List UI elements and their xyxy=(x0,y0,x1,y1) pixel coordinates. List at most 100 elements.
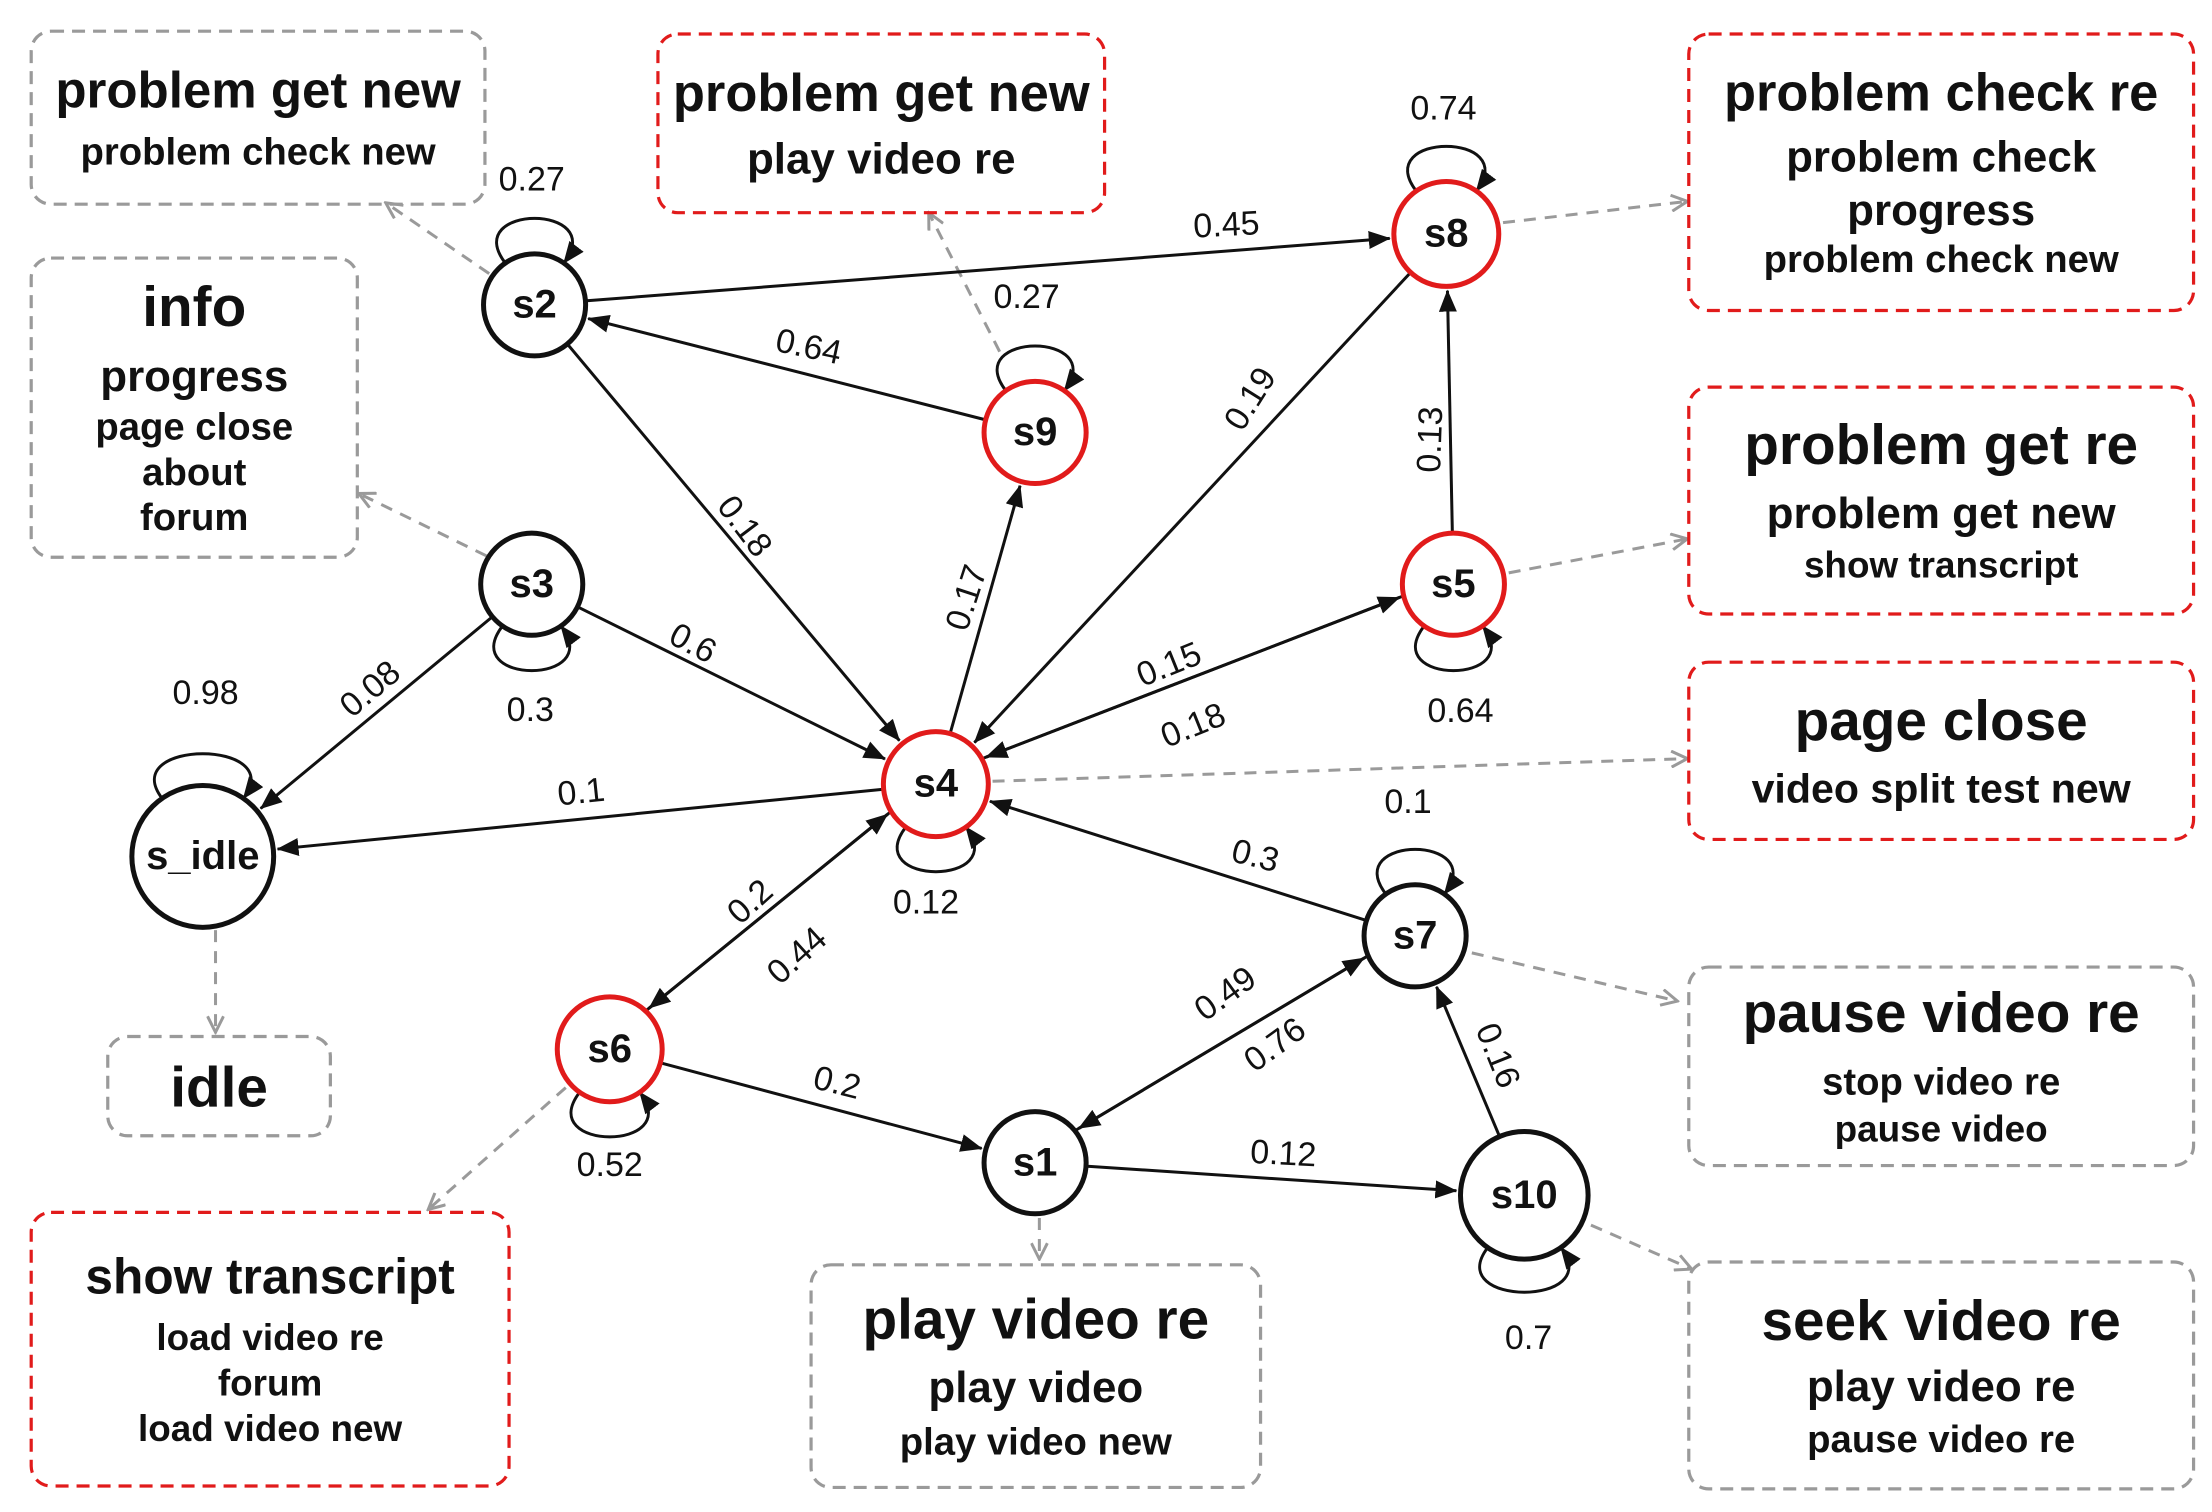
self-loop-probability-label: 0.52 xyxy=(577,1146,643,1184)
self-loop-s2 xyxy=(495,216,584,264)
state-node-s3: s3 xyxy=(478,530,586,638)
action-box-frame xyxy=(656,32,1107,215)
action-box-s4: page close video split test new xyxy=(1687,660,2196,842)
state-circle xyxy=(129,783,277,930)
action-box-s10: seek video re play video re pause video re xyxy=(1687,1260,2196,1491)
edge-probability-label: 0.08 xyxy=(333,653,408,725)
state-circle xyxy=(1399,530,1507,638)
state-node-s7: s7 xyxy=(1361,882,1469,990)
action-box-frame xyxy=(1687,385,2196,616)
action-box-frame xyxy=(106,1034,332,1138)
transition-edges xyxy=(259,231,1501,1199)
state-label: s_idle xyxy=(146,834,259,878)
action-secondary-text: play video xyxy=(928,1363,1143,1412)
self-loops xyxy=(152,144,1581,1294)
action-secondary-text: forum xyxy=(140,496,248,539)
self-loop-s4 xyxy=(895,826,986,874)
self-loop-s6 xyxy=(569,1091,660,1139)
connector-s5 xyxy=(1508,539,1688,575)
edge-probability-label: 0.64 xyxy=(772,321,845,372)
action-secondary-text: problem check new xyxy=(1764,238,2119,281)
action-primary-text: problem get new xyxy=(673,65,1090,123)
action-secondary-text: video split test new xyxy=(1752,765,2132,811)
state-node-s6: s6 xyxy=(554,994,665,1105)
state-node-s9: s9 xyxy=(981,378,1089,487)
action-secondary-text: play video re xyxy=(747,134,1016,183)
action-primary-text: problem get new xyxy=(55,62,461,119)
state-circle xyxy=(1361,882,1469,990)
self-loop-probability-label: 0.27 xyxy=(994,278,1060,316)
edge-probability-label: 0.12 xyxy=(1249,1133,1317,1174)
action-box-s9: problem get new play video re xyxy=(656,32,1107,215)
state-label: s1 xyxy=(1013,1140,1058,1184)
self-loop-s7 xyxy=(1375,847,1465,895)
self-loop-s5 xyxy=(1414,625,1503,673)
edge-probability-label: 0.49 xyxy=(1187,959,1263,1029)
state-node-s10: s10 xyxy=(1457,1129,1591,1262)
action-secondary-text: problem check xyxy=(1786,132,2097,181)
self-loop-probability-label: 0.1 xyxy=(1384,783,1431,821)
self-loop-s10 xyxy=(1478,1246,1581,1294)
self-loop-probability-label: 0.7 xyxy=(1505,1319,1552,1357)
self-loop-probability-label: 0.12 xyxy=(893,884,959,922)
edge-probability-label: 0.19 xyxy=(1217,361,1284,437)
edge-s2-s8 xyxy=(586,231,1391,303)
self-loop-probability-label: 0.64 xyxy=(1427,692,1493,730)
edge-probability-label: 0.45 xyxy=(1192,204,1260,245)
action-secondary-text: load video new xyxy=(138,1408,403,1449)
action-box-s_idle: idle xyxy=(106,1034,332,1138)
edge-probability-label: 0.76 xyxy=(1237,1010,1313,1080)
action-box-frame xyxy=(1687,32,2196,313)
self-loop-probability-label: 0.3 xyxy=(507,691,554,729)
edge-probability-label: 0.1 xyxy=(556,771,607,814)
action-secondary-text: play video re xyxy=(1807,1362,2076,1411)
state-node-s8: s8 xyxy=(1391,178,1502,289)
edge-probability-label: 0.17 xyxy=(938,560,995,635)
action-box-frame xyxy=(1687,1260,2196,1491)
action-box-frame xyxy=(29,1210,511,1488)
action-box-frame xyxy=(809,1263,1263,1490)
edge-probability-label: 0.3 xyxy=(1228,832,1283,880)
edge-s9-s2 xyxy=(587,314,985,421)
box-connectors xyxy=(216,201,1692,1269)
edge-s1-s10 xyxy=(1087,1164,1458,1199)
state-node-s1: s1 xyxy=(981,1109,1089,1217)
state-label: s8 xyxy=(1424,212,1469,256)
state-node-s_idle: s_idle xyxy=(129,783,277,930)
connector-s9 xyxy=(929,213,1001,353)
edge-probability-label: 0.18 xyxy=(1155,696,1231,756)
edge-s5-s4 xyxy=(985,595,1403,759)
self-loop-s9 xyxy=(995,344,1085,392)
edge-s4-s_idle xyxy=(276,787,883,856)
edge-probability-label: 0.2 xyxy=(720,872,781,932)
edge-s8-s4 xyxy=(973,272,1411,744)
action-secondary-text: forum xyxy=(218,1362,322,1403)
action-primary-text: idle xyxy=(170,1057,268,1120)
action-secondary-text: problem get new xyxy=(1767,489,2117,538)
action-secondary-text: pause video xyxy=(1835,1108,2048,1149)
edge-s7-s1 xyxy=(1078,955,1368,1130)
edge-s7-s4 xyxy=(988,799,1366,922)
action-secondary-text: progress xyxy=(1847,186,2035,235)
state-circle xyxy=(981,378,1089,487)
action-secondary-text: progress xyxy=(100,352,288,401)
state-label: s3 xyxy=(509,562,554,606)
action-secondary-text: pause video re xyxy=(1807,1418,2075,1461)
state-node-s5: s5 xyxy=(1399,530,1507,638)
state-circle xyxy=(981,1109,1089,1217)
edge-s6-s1 xyxy=(661,1061,983,1152)
state-circle xyxy=(481,251,589,359)
state-label: s9 xyxy=(1013,410,1058,454)
action-primary-text: pause video re xyxy=(1743,982,2140,1045)
state-label: s6 xyxy=(587,1027,632,1071)
action-primary-text: page close xyxy=(1795,690,2088,753)
state-node-s2: s2 xyxy=(481,251,589,359)
edge-s10-s7 xyxy=(1435,985,1501,1136)
state-circle xyxy=(1457,1129,1591,1262)
action-primary-text: seek video re xyxy=(1761,1290,2120,1353)
